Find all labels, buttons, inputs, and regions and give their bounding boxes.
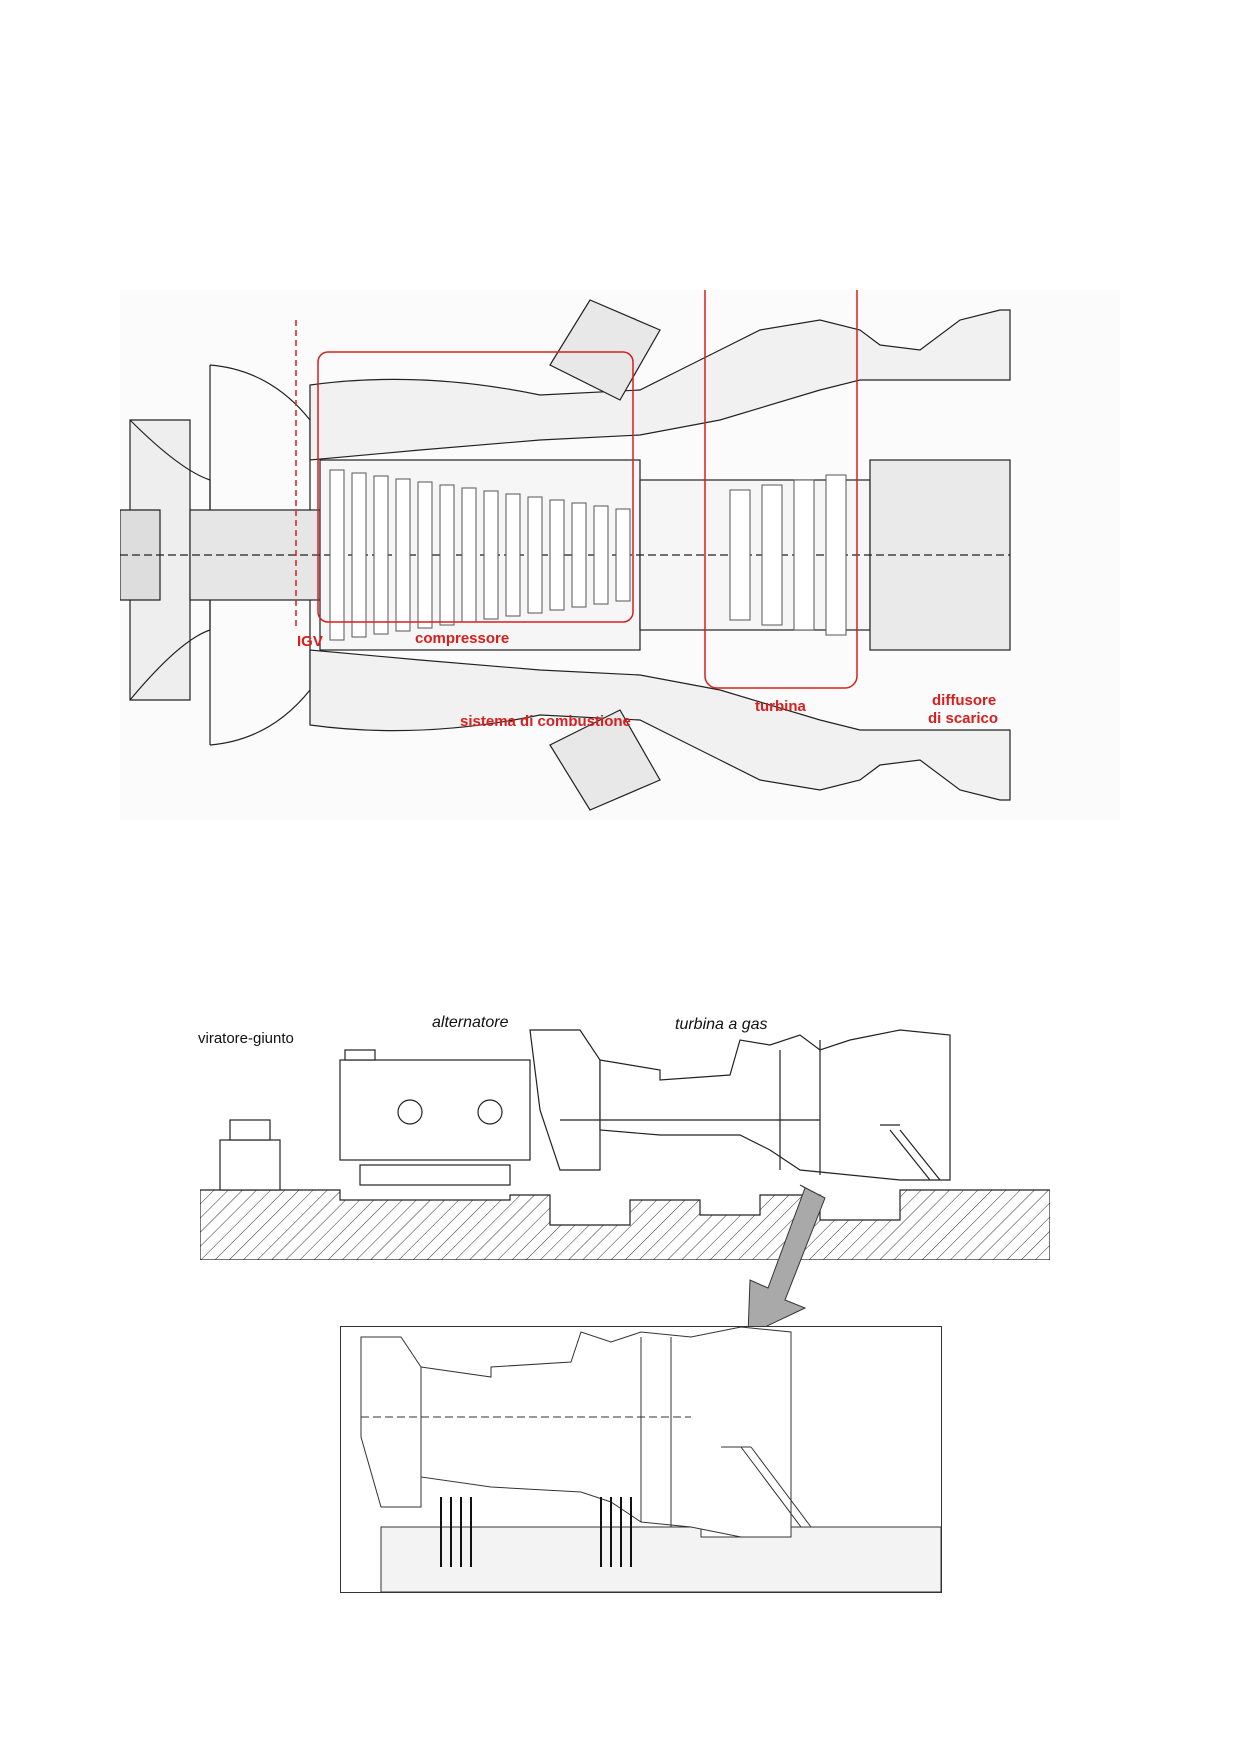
detail-drawing-svg [360,1327,941,1592]
compressor-disk [505,493,521,617]
turbine-disk [729,489,751,621]
plant-layout-drawing: viratore-giunto alternatore turbina a ga… [198,1014,1050,1260]
turbine-disk [825,474,847,636]
down-arrow-icon [747,1184,826,1336]
compressor-disk [417,481,433,629]
label-sistema-combustione: sistema di combustione [460,713,631,730]
compressor-disk [461,487,477,623]
compressor-disk [527,496,543,614]
compressor-disk [329,469,345,641]
turbine-disk [793,479,815,631]
compressor-disk [483,490,499,620]
turbine-box [704,290,858,689]
compressor-disk [351,472,367,638]
label-turbina-a-gas: turbina a gas [675,1016,768,1033]
compressor-disk [395,478,411,632]
compressor-disk [373,475,389,635]
compressor-disk [439,484,455,626]
label-viratore-giunto: viratore-giunto [198,1030,294,1047]
compressor-box [317,351,634,623]
gas-turbine-section-drawing: IGV compressore sistema di combustione t… [120,290,1120,820]
label-diffusore: diffusore [932,692,997,709]
compressor-disk [593,505,609,605]
plant-layout-svg [200,1029,1050,1260]
compressor-disk [571,502,587,608]
section-drawing-svg [120,290,1011,811]
compressor-disk [549,499,565,611]
label-di-scarico: di scarico [928,710,999,727]
label-igv: IGV [297,633,323,650]
turbine-disk [761,484,783,626]
compressor-disk [615,508,631,602]
label-alternatore: alternatore [432,1014,509,1031]
label-compressore: compressore [415,630,510,647]
label-turbina: turbina [755,698,806,715]
turbine-detail-drawing [340,1326,942,1593]
